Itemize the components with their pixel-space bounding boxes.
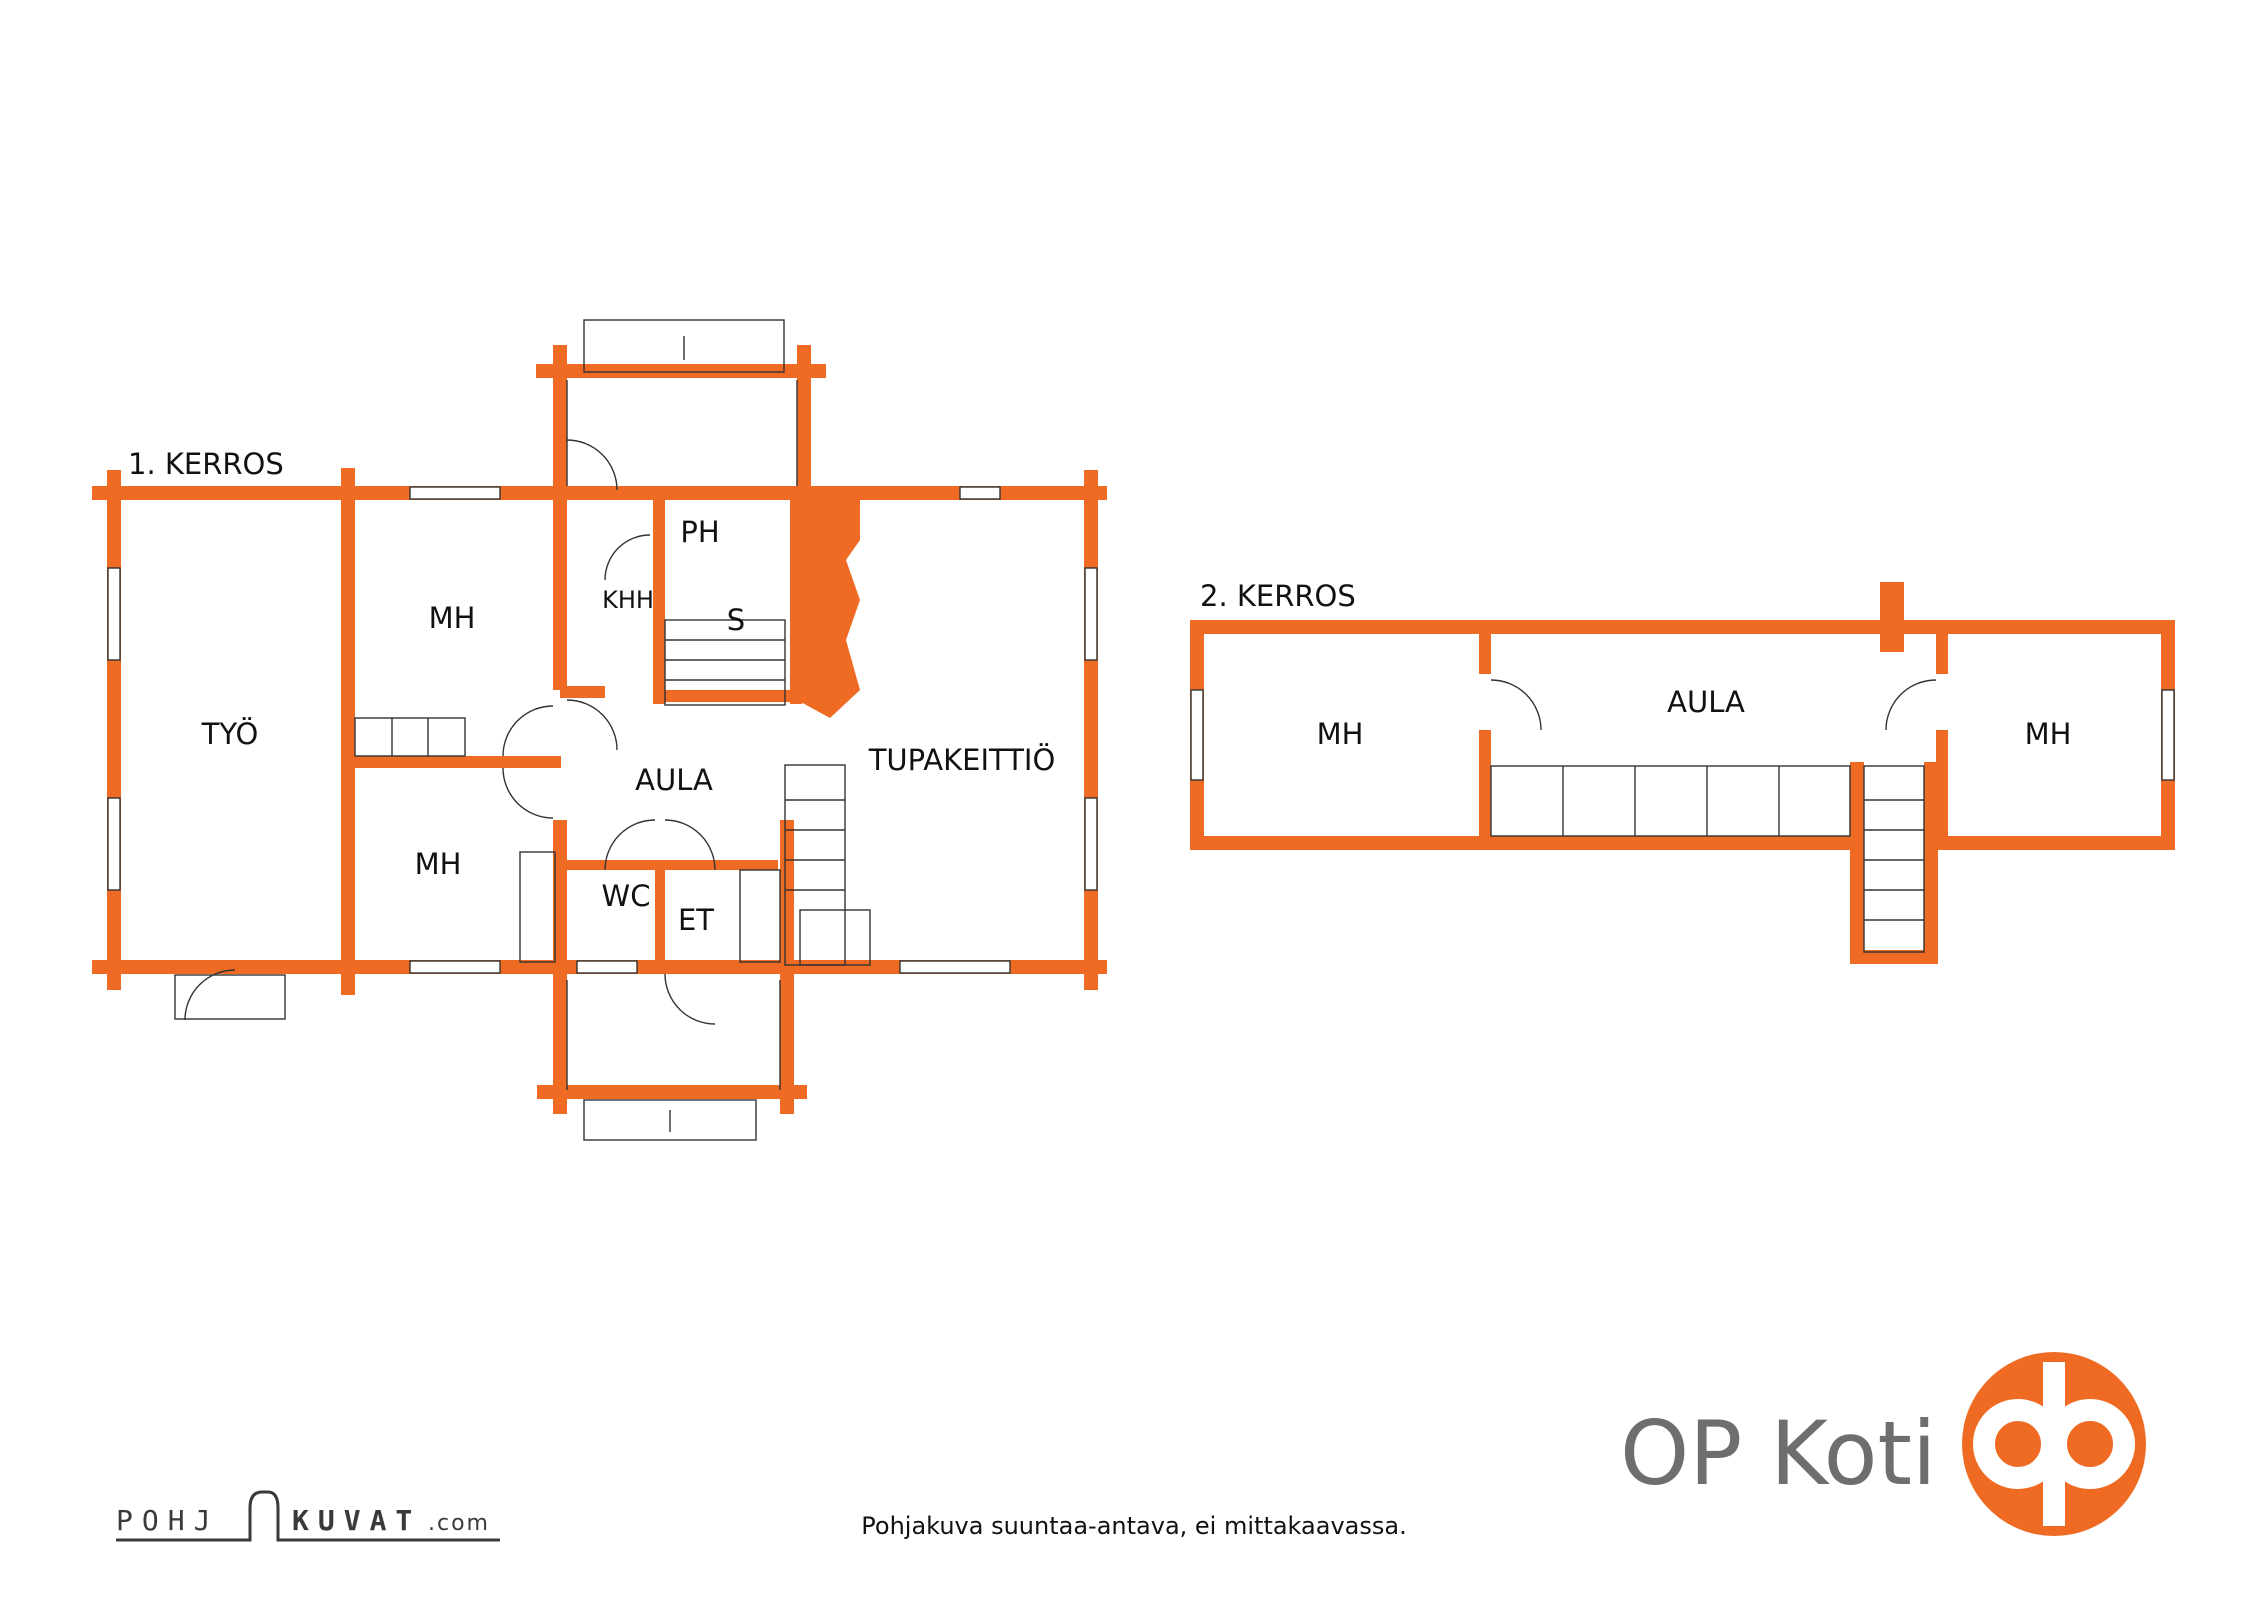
second-floor-doors (1490, 679, 1937, 731)
first-floor-porches (174, 319, 798, 1141)
first-floor-walls (92, 345, 1107, 1114)
room-label-aula: AULA (635, 763, 713, 797)
second-floor-walls (1190, 582, 2175, 964)
room-label-aula-upper: AULA (1667, 685, 1745, 719)
op-logo-icon (1962, 1352, 2146, 1536)
first-floor-doors (184, 439, 716, 1025)
first-floor-windows (107, 486, 1098, 974)
second-floor-plan: 2. KERROS MH AULA MH (1190, 579, 2175, 964)
second-floor-windows (1190, 689, 2175, 781)
second-floor-stairs (1863, 765, 1925, 953)
room-label-mh-right: MH (2025, 717, 2072, 751)
second-floor-label: 2. KERROS (1200, 579, 1356, 613)
room-label-mh-left: MH (1317, 717, 1364, 751)
room-label-tupakeittio: TUPAKEITTIÖ (868, 743, 1056, 777)
brand-name: OP Koti (1620, 1402, 1936, 1505)
pohjakuvat-logo: POHJ KUVAT .com (116, 1490, 500, 1542)
room-label-ph: PH (680, 515, 719, 549)
pohjakuvat-logo-left: POHJ (116, 1504, 219, 1537)
room-label-mh-upper: MH (429, 601, 476, 635)
second-floor-closets (1490, 765, 1851, 837)
disclaimer-text: Pohjakuva suuntaa-antava, ei mittakaavas… (861, 1512, 1406, 1540)
first-floor-stairs (664, 619, 871, 966)
room-label-et: ET (678, 903, 714, 937)
room-label-wc: WC (602, 879, 651, 913)
room-label-khh: KHH (602, 586, 654, 614)
first-floor-label: 1. KERROS (128, 447, 284, 481)
pohjakuvat-logo-mark (116, 1490, 500, 1542)
room-label-s: S (727, 603, 745, 637)
room-label-mh-lower: MH (415, 847, 462, 881)
first-floor-plan: 1. KERROS TYÖ MH MH PH KHH S AULA TUPAKE… (92, 319, 1107, 1141)
first-floor-closets (354, 717, 781, 963)
pohjakuvat-logo-domain: .com (428, 1511, 490, 1536)
room-label-tyo: TYÖ (201, 717, 259, 751)
pohjakuvat-logo-right: KUVAT (292, 1504, 421, 1537)
